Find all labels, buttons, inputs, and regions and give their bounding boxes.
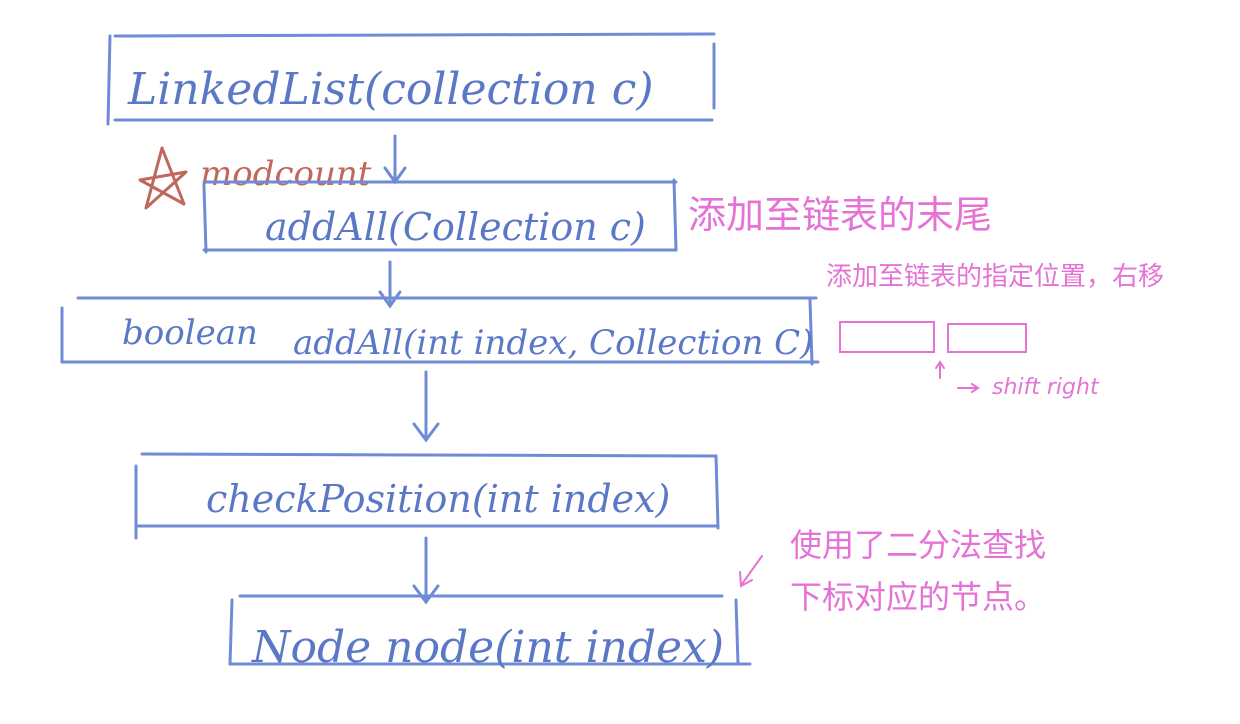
binary-search-line1: 使用了二分法查找 bbox=[790, 526, 1046, 564]
box-checkposition: checkPosition(int index) bbox=[134, 452, 720, 540]
star-icon bbox=[138, 146, 188, 210]
annotation-add-to-tail: 添加至链表的末尾 bbox=[688, 193, 992, 237]
pointer-arrow-icon bbox=[741, 555, 763, 585]
box2-label: addAll(Collection c) bbox=[265, 205, 646, 249]
node-box-left bbox=[839, 321, 935, 353]
box-node: Node node(int index) bbox=[228, 594, 752, 673]
modcount-label: modcount bbox=[200, 154, 372, 194]
box-linkedlist-constructor: LinkedList(collection c) bbox=[106, 32, 716, 126]
box1-label: LinkedList(collection c) bbox=[127, 64, 654, 115]
shift-right-label: shift right bbox=[992, 375, 1100, 400]
box3-prefix-label: boolean bbox=[122, 313, 258, 353]
box-addall-collection: addAll(Collection c) bbox=[202, 178, 678, 254]
arrow-4 bbox=[412, 536, 440, 605]
binary-search-line2: 下标对应的节点。 bbox=[790, 578, 1046, 616]
arrow-1 bbox=[383, 134, 407, 185]
box4-label: checkPosition(int index) bbox=[206, 477, 670, 521]
box-addall-index: boolean addAll(int index, Collection C) bbox=[60, 296, 820, 366]
shift-right-sketch: shift right bbox=[839, 321, 1100, 400]
annotation-add-to-position: 添加至链表的指定位置，右移 bbox=[826, 262, 1164, 292]
box5-label: Node node(int index) bbox=[251, 622, 724, 673]
annotation-binary-search: 使用了二分法查找 下标对应的节点。 bbox=[739, 526, 1046, 616]
node-box-right bbox=[947, 323, 1027, 353]
modcount-note: modcount bbox=[138, 146, 372, 210]
arrow-3 bbox=[412, 370, 440, 443]
box3-label: addAll(int index, Collection C) bbox=[293, 323, 813, 363]
